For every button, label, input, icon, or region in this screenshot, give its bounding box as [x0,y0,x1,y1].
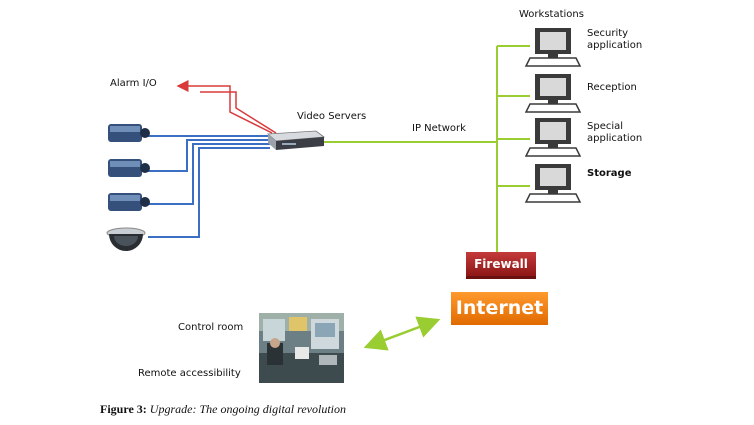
caption-prefix: Figure 3: [100,402,147,416]
remote-access-arrow [363,316,441,351]
storage-label: Storage [587,168,632,179]
reception-label: Reception [587,82,637,93]
security-application-label: Security application [587,28,643,51]
computer-icon [524,74,582,113]
ip-network-label: IP Network [412,123,466,134]
workstations-label: Workstations [519,9,584,20]
camera-lines [148,135,270,238]
ip-network-lines [323,45,530,252]
alarm-io-label: Alarm I/O [110,78,157,89]
alarm-lines [176,80,277,134]
firewall-badge: Firewall [466,252,536,279]
special-application-label: Special application [587,121,643,144]
video-servers-label: Video Servers [297,111,367,122]
video-server-icon [267,130,326,150]
caption-text: Upgrade: The ongoing digital revolution [149,402,346,416]
computer-icon [524,118,582,157]
computer-icon [524,164,582,203]
camera-icon [108,159,150,177]
dome-camera-icon [106,227,146,251]
camera-icon [108,193,150,211]
control-room-photo-icon [259,313,344,383]
control-room-photo [259,313,344,383]
computer-icon [524,28,582,67]
control-room-label: Control room [178,322,244,333]
remote-accessibility-label: Remote accessibility [138,368,241,379]
internet-badge: Internet [451,292,548,325]
camera-icon [108,124,150,142]
figure-caption: Figure 3: Upgrade: The ongoing digital r… [100,402,346,417]
